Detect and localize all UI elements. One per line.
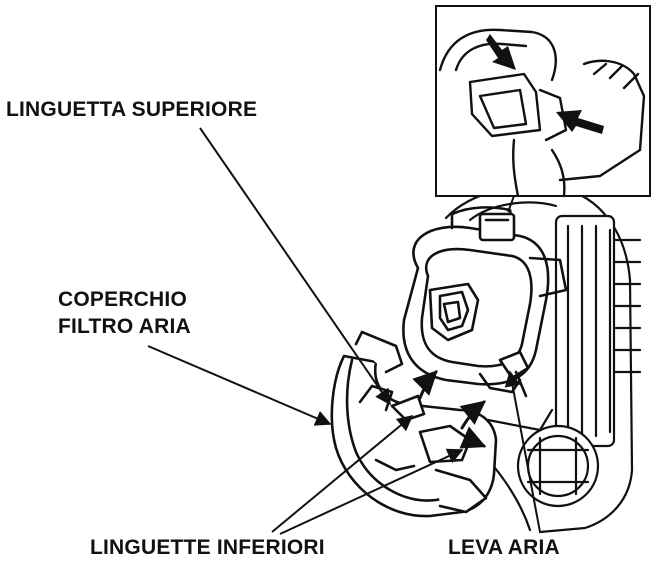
leader-lower-tab-2 [279,448,464,535]
leader-lines [147,127,541,535]
leader-upper-tab [199,127,391,406]
cover-label-line1: COPERCHIO [58,288,187,311]
upper-tab-label: LINGUETTA SUPERIORE [6,98,258,121]
leader-lower-tab-1 [271,414,414,533]
cover-label-line2: FILTRO ARIA [58,315,191,338]
leader-air-lever [504,370,541,533]
air-lever-label: LEVA ARIA [448,536,560,559]
lift-arrow-icon [412,370,487,449]
air-filter-cover-label: COPERCHIO FILTRO ARIA [58,286,191,340]
lower-tabs-label: LINGUETTE INFERIORI [90,536,325,559]
inset-detail-box [435,5,651,198]
push-arrow-icon [486,34,604,134]
leader-cover [147,345,332,426]
